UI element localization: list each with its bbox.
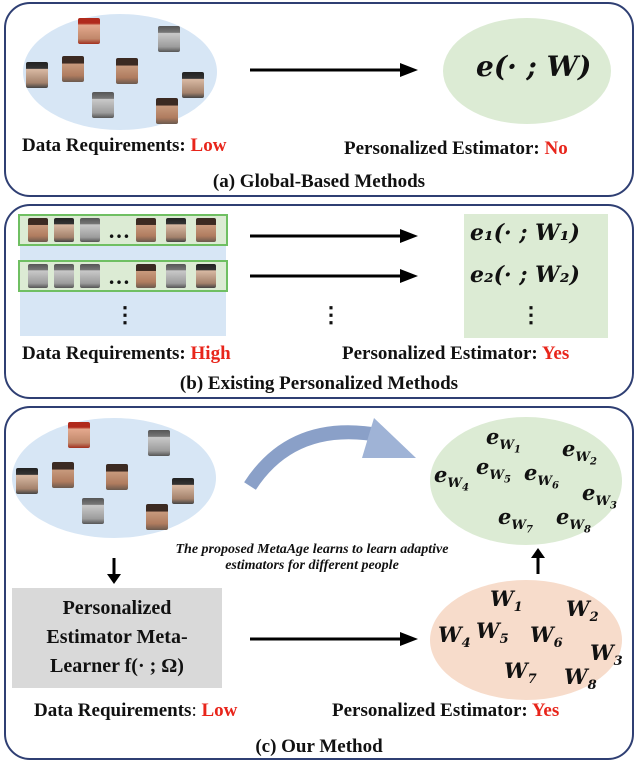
panel-global-based: e(· ; W) Data Requirements: Low Personal… [4, 2, 634, 197]
estimator-1: e₁(· ; W₁) [470, 220, 580, 246]
face-image [26, 62, 48, 88]
panel-caption: (a) Global-Based Methods [212, 171, 426, 192]
personalized-estimator-label: Personalized Estimator: [342, 343, 538, 364]
meta-learner-line: Estimator Meta- [46, 626, 188, 648]
face-image [116, 58, 138, 84]
data-requirements-label: Data Requirements [34, 700, 192, 721]
weight-param: W7 [504, 658, 537, 688]
estimators-region [464, 214, 608, 338]
weight-param: W5 [476, 618, 509, 648]
estimator-ellipse [443, 18, 611, 124]
data-requirements-value: High [190, 343, 231, 364]
data-requirements-colon: : [191, 700, 197, 721]
arrow-right-icon [250, 632, 418, 646]
estimator-2: e₂(· ; W₂) [470, 262, 580, 288]
face-image [156, 98, 178, 124]
face-image [80, 264, 100, 288]
vertical-ellipsis: ⋮ [520, 302, 542, 327]
face-image [78, 18, 100, 44]
ellipsis: … [108, 264, 130, 289]
outputs-ellipse [430, 417, 622, 545]
method-note: The proposed MetaAge learns to learn ada… [142, 542, 482, 574]
personalized-estimator-value: Yes [531, 700, 560, 721]
panel-caption: (b) Existing Personalized Methods [179, 373, 459, 394]
arrow-down-icon [107, 558, 121, 584]
face-image [146, 504, 168, 530]
weight-param: W3 [590, 640, 623, 670]
face-image [148, 430, 170, 456]
output-estimator: eW3 [582, 480, 617, 512]
face-image [68, 422, 90, 448]
face-image [92, 92, 114, 118]
panel-existing-personalized: … … ⋮ ⋮ e₁(· ; W₁) e₂(· ; W₂) ⋮ Data Req… [4, 204, 634, 399]
face-image [54, 264, 74, 288]
data-requirements-value: Low [190, 135, 227, 156]
face-image [82, 498, 104, 524]
output-estimator: eW1 [486, 424, 521, 456]
face-image [158, 26, 180, 52]
face-image [16, 468, 38, 494]
weight-param: W8 [564, 664, 597, 694]
ellipsis: … [108, 218, 130, 243]
data-requirements-label: Data Requirements: [22, 343, 186, 364]
personalized-estimator-value: Yes [541, 343, 570, 364]
face-image [28, 218, 48, 242]
face-image [172, 478, 194, 504]
face-image [136, 218, 156, 242]
data-requirements-value: Low [201, 700, 238, 721]
vertical-ellipsis: ⋮ [114, 302, 136, 327]
weight-param: W2 [566, 596, 599, 626]
data-requirements: Data Requirements: Low [34, 700, 237, 722]
personalized-estimator: Personalized Estimator: No [344, 138, 568, 160]
personalized-estimator-value: No [544, 138, 568, 159]
data-requirements: Data Requirements: Low [22, 135, 226, 157]
face-image [196, 218, 216, 242]
meta-learner-line: Learner f(· ; Ω) [50, 655, 184, 677]
panel-caption: (c) Our Method [255, 736, 383, 757]
meta-learner-text: Personalized Estimator Meta- Learner f(·… [12, 594, 222, 681]
face-image [166, 264, 186, 288]
panel-our-method: eW1 eW2 eW4 eW5 eW6 eW3 eW7 eW8 The prop… [4, 406, 634, 760]
face-image [182, 72, 204, 98]
person-strip [18, 260, 228, 292]
weights-ellipse [430, 580, 622, 700]
personalized-estimator: Personalized Estimator: Yes [332, 700, 559, 722]
face-image [136, 264, 156, 288]
face-image [80, 218, 100, 242]
arrow-right-icon [250, 269, 418, 283]
personalized-estimator-label: Personalized Estimator: [332, 700, 528, 721]
global-estimator: e(· ; W) [476, 50, 592, 83]
output-estimator: eW5 [476, 454, 511, 486]
meta-learner-box [12, 588, 222, 688]
face-image [62, 56, 84, 82]
face-image [28, 264, 48, 288]
data-requirements: Data Requirements: High [22, 343, 231, 365]
meta-learner-line: Personalized [62, 597, 172, 619]
output-estimator: eW8 [556, 504, 591, 536]
vertical-ellipsis: ⋮ [320, 302, 342, 327]
face-image [52, 462, 74, 488]
face-image [54, 218, 74, 242]
output-estimator: eW6 [524, 460, 559, 492]
face-image [106, 464, 128, 490]
personalized-estimator-label: Personalized Estimator: [344, 138, 540, 159]
curved-arrow-icon [244, 418, 416, 490]
arrow-right-icon [250, 229, 418, 243]
data-requirements-label: Data Requirements: [22, 135, 186, 156]
face-image [166, 218, 186, 242]
output-estimator: eW4 [434, 462, 469, 494]
personalized-estimator: Personalized Estimator: Yes [342, 343, 569, 365]
arrow-right-icon [250, 63, 418, 77]
weight-param: W6 [530, 622, 563, 652]
person-strip [18, 214, 228, 246]
output-estimator: eW2 [562, 436, 597, 468]
weight-param: W1 [490, 586, 523, 616]
method-note-line: estimators for different people [225, 558, 399, 573]
output-estimator: eW7 [498, 504, 533, 536]
face-image [196, 264, 216, 288]
method-note-line: The proposed MetaAge learns to learn ada… [175, 542, 449, 557]
arrow-up-icon [531, 548, 545, 574]
weight-param: W4 [438, 622, 471, 652]
